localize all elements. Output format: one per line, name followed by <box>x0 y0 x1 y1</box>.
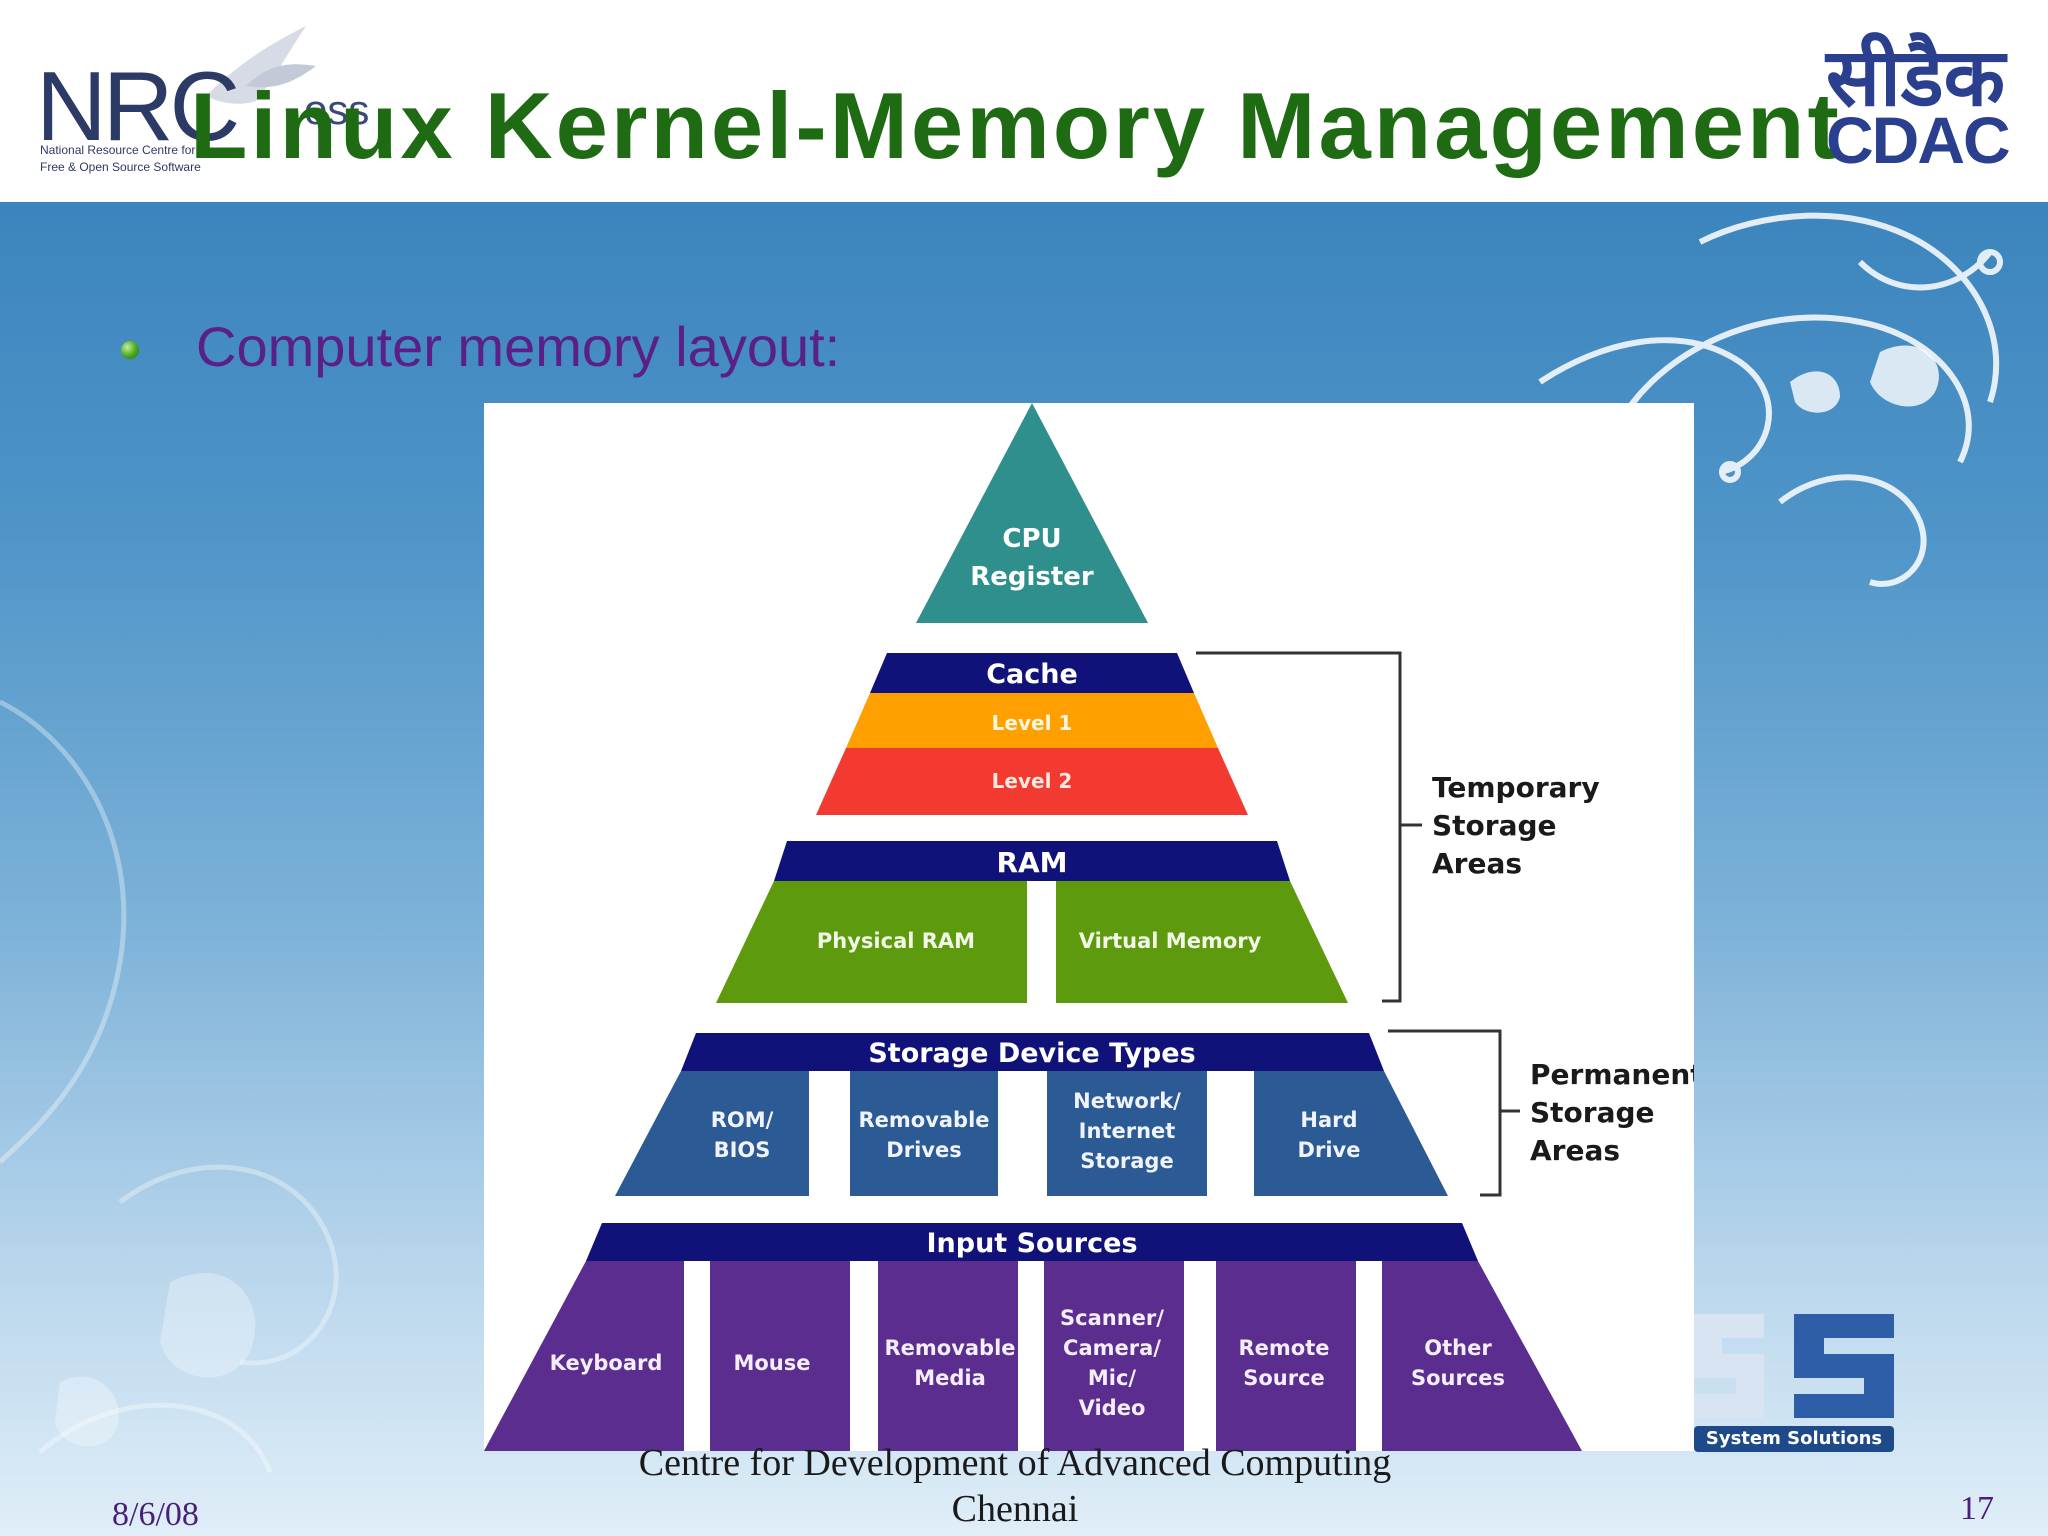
input-header-bar <box>586 1223 1478 1261</box>
decorative-swirls <box>0 212 2003 1473</box>
cpu-register-tier <box>916 403 1148 623</box>
bullet-text: Computer memory layout: <box>196 315 841 378</box>
remote-source-block <box>1216 1261 1356 1451</box>
virtual-memory-block <box>1056 881 1348 1003</box>
temporary-storage-bracket <box>1196 651 1402 1003</box>
scanner-label-line2: Camera/ <box>1063 1336 1161 1360</box>
removable-media-block <box>878 1261 1018 1451</box>
nrc-subtitle-line2: Free & Open Source Software <box>40 160 201 174</box>
remote-source-label-line1: Remote <box>1238 1336 1329 1360</box>
scanner-label-line3: Mic/ <box>1088 1366 1137 1390</box>
permanent-storage-bracket <box>1388 1029 1502 1197</box>
ram-header-label: RAM <box>996 846 1067 879</box>
scanner-label-line4: Video <box>1079 1396 1146 1420</box>
page-number: 17 <box>1960 1490 1994 1527</box>
cache-level1-band <box>846 693 1218 748</box>
cdac-hindi-text: सीडैक <box>1826 31 2006 124</box>
cache-header-bar <box>870 653 1194 693</box>
slide-title: Linux Kernel-Memory Management <box>190 73 1842 178</box>
system-solutions-logo: System Solutions <box>1694 1310 1900 1454</box>
footer-date: 8/6/08 <box>112 1496 199 1533</box>
scanner-camera-block <box>1044 1261 1184 1451</box>
removable-drives-label-line1: Removable <box>858 1108 989 1132</box>
mouse-label: Mouse <box>733 1351 810 1375</box>
rom-bios-label-line2: BIOS <box>714 1138 771 1162</box>
keyboard-label: Keyboard <box>550 1351 663 1375</box>
other-sources-label-line2: Sources <box>1411 1366 1505 1390</box>
virtual-memory-label: Virtual Memory <box>1079 929 1262 953</box>
cdac-english-text: CDAC <box>1826 103 2011 177</box>
temporary-label-line3: Areas <box>1432 847 1522 880</box>
hard-drive-block <box>1254 1071 1448 1196</box>
input-header-label: Input Sources <box>926 1228 1137 1259</box>
mouse-block <box>710 1261 850 1451</box>
ss-mark-icon <box>1694 1314 1894 1418</box>
dove-icon <box>206 26 316 104</box>
cpu-label-line1: CPU <box>1002 524 1061 554</box>
cache-header-label: Cache <box>986 659 1078 690</box>
other-sources-label-line1: Other <box>1424 1336 1492 1360</box>
network-storage-label-line1: Network/ <box>1073 1089 1181 1113</box>
slide-header: NRC oss National Resource Centre for Fre… <box>0 0 2048 202</box>
removable-media-label-line1: Removable <box>884 1336 1015 1360</box>
permanent-label-line1: Permanent <box>1530 1058 1694 1091</box>
cache-level2-label: Level 2 <box>992 769 1073 793</box>
remote-source-label-line2: Source <box>1243 1366 1325 1390</box>
removable-media-label-line2: Media <box>914 1366 986 1390</box>
network-storage-label-line2: Internet <box>1079 1119 1176 1143</box>
network-storage-block <box>1047 1071 1207 1196</box>
other-sources-block <box>1382 1261 1582 1451</box>
physical-ram-label: Physical RAM <box>817 929 975 953</box>
physical-ram-block <box>716 881 1027 1003</box>
ram-header-bar <box>774 841 1290 881</box>
cache-level2-band <box>816 748 1248 815</box>
bullet-icon <box>121 341 139 359</box>
footer-line1: Centre for Development of Advanced Compu… <box>638 1442 1392 1484</box>
memory-pyramid-diagram: CPU Register Cache Level 1 Level 2 RAM P… <box>484 403 1694 1451</box>
footer-line2: Chennai <box>951 1488 1079 1530</box>
permanent-label-line3: Areas <box>1530 1134 1620 1167</box>
network-storage-label-line3: Storage <box>1080 1149 1173 1173</box>
cdac-logo: सीडैक CDAC <box>1826 20 2026 180</box>
oss-letters: oss <box>304 86 370 133</box>
hard-drive-label-line1: Hard <box>1300 1108 1357 1132</box>
nrc-subtitle-line1: National Resource Centre for <box>40 143 196 157</box>
pyramid-svg: CPU Register Cache Level 1 Level 2 RAM P… <box>484 403 1694 1451</box>
cache-level1-label: Level 1 <box>992 711 1073 735</box>
footer-organization: Centre for Development of Advanced Compu… <box>540 1440 1490 1532</box>
nrcfoss-logo: NRC oss National Resource Centre for Fre… <box>36 26 369 186</box>
temporary-label-line2: Storage <box>1432 809 1557 842</box>
permanent-label-line2: Storage <box>1530 1096 1655 1129</box>
hard-drive-label-line2: Drive <box>1298 1138 1361 1162</box>
rom-bios-block <box>615 1071 809 1196</box>
temporary-label-line1: Temporary <box>1432 771 1600 804</box>
storage-header-label: Storage Device Types <box>868 1038 1195 1069</box>
rom-bios-label-line1: ROM/ <box>711 1108 774 1132</box>
storage-header-bar <box>681 1033 1384 1071</box>
removable-drives-block <box>850 1071 998 1196</box>
scanner-label-line1: Scanner/ <box>1060 1306 1164 1330</box>
nrc-letters: NRC <box>36 51 240 161</box>
keyboard-block <box>484 1261 684 1451</box>
removable-drives-label-line2: Drives <box>886 1138 961 1162</box>
cpu-label-line2: Register <box>970 562 1094 592</box>
system-solutions-label: System Solutions <box>1694 1426 1894 1452</box>
